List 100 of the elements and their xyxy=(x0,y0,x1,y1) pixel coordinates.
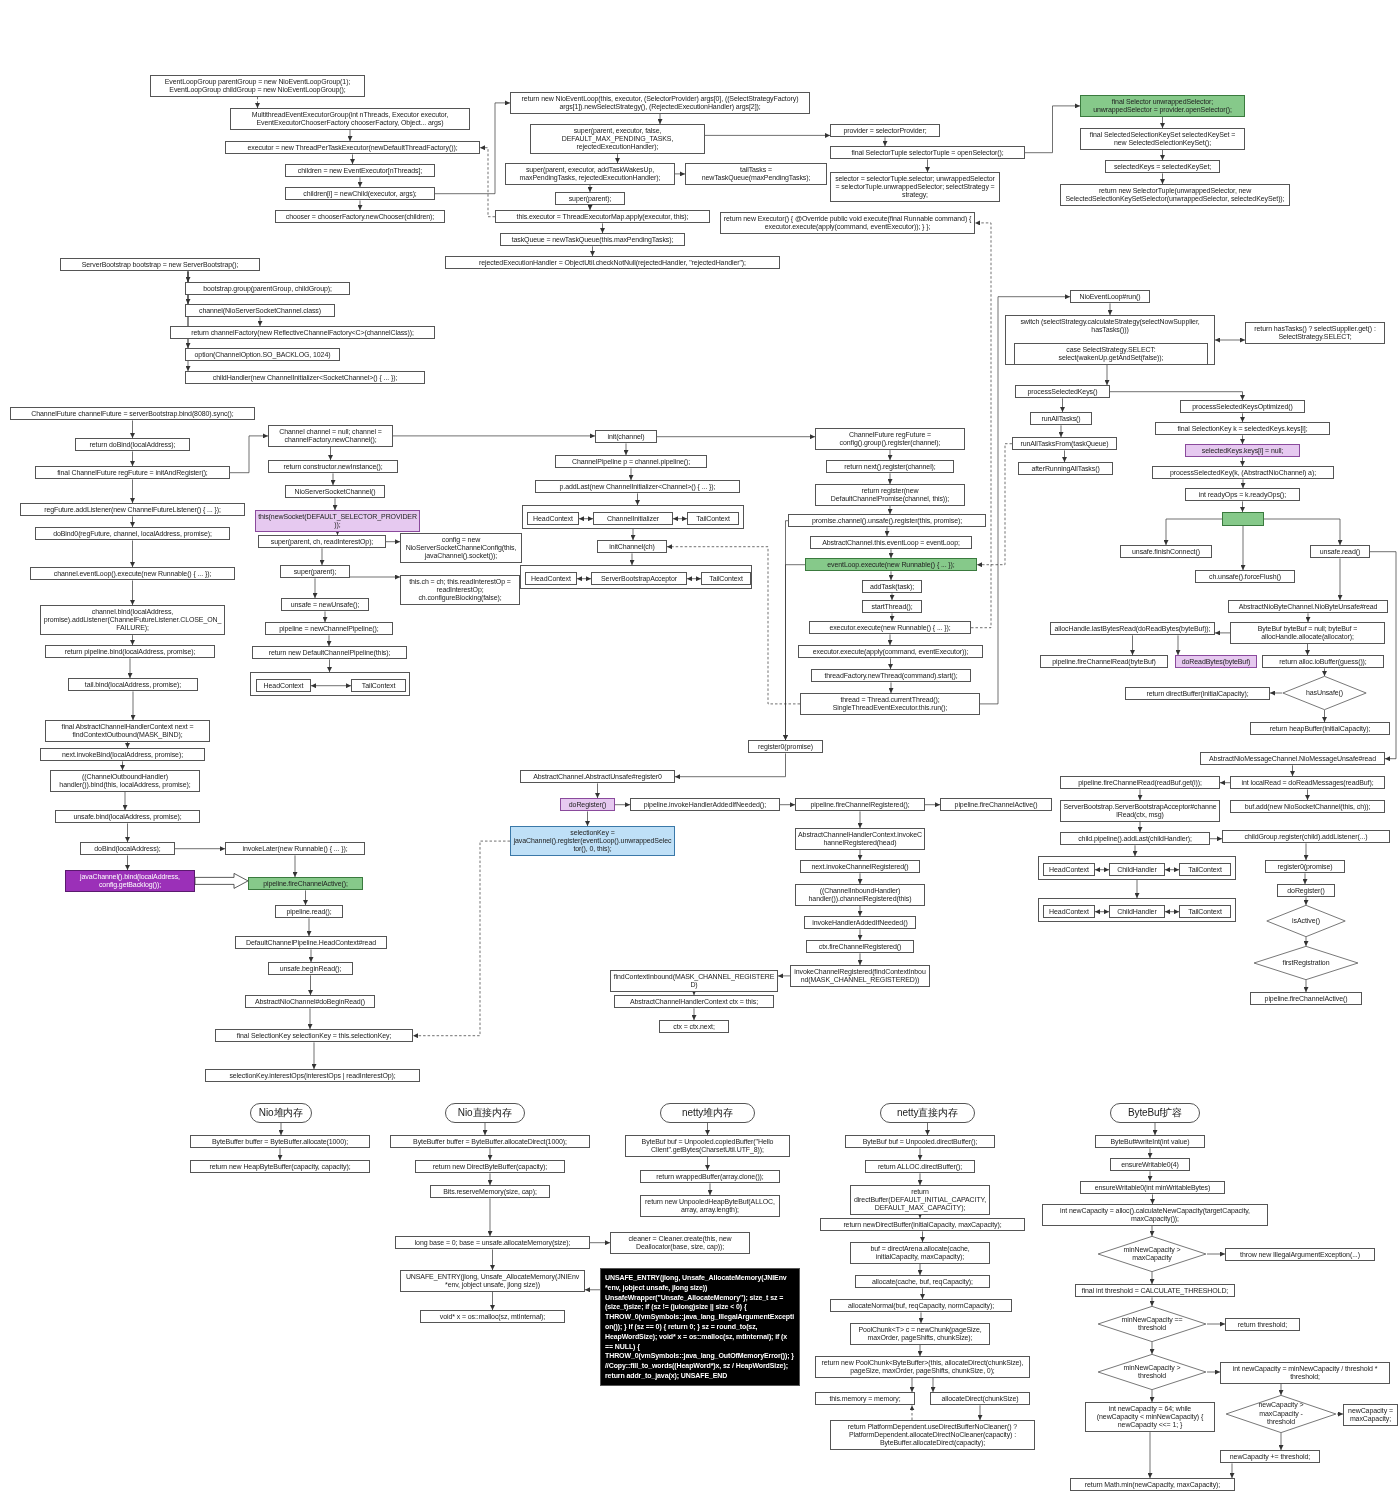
code-box xyxy=(10,407,255,421)
code-box xyxy=(795,884,925,906)
code-box xyxy=(1060,776,1220,790)
code-box xyxy=(205,1069,420,1083)
code-box xyxy=(1012,437,1117,451)
code-box xyxy=(30,567,235,581)
code-box xyxy=(830,124,940,138)
code-box xyxy=(500,233,685,247)
section-heading-pill xyxy=(1110,1103,1200,1123)
code-box xyxy=(230,108,470,130)
code-box xyxy=(800,693,980,715)
code-box xyxy=(285,485,385,499)
highlighted-code-box xyxy=(560,798,615,812)
code-box xyxy=(687,512,739,526)
code-box xyxy=(798,645,983,659)
arrow xyxy=(1164,909,1180,915)
code-box xyxy=(830,146,1025,160)
code-box xyxy=(1125,687,1270,701)
arrow xyxy=(310,683,352,689)
code-box xyxy=(35,527,230,541)
code-box xyxy=(75,438,190,452)
arrow xyxy=(587,205,593,211)
code-box xyxy=(190,1135,370,1149)
code-box xyxy=(1310,545,1370,559)
arrow xyxy=(917,1213,923,1219)
highlighted-code-box xyxy=(1222,512,1264,526)
code-box xyxy=(850,1242,990,1264)
code-box xyxy=(415,1160,565,1174)
arrow xyxy=(578,516,594,522)
code-box xyxy=(40,748,205,762)
code-box xyxy=(640,1170,780,1184)
code-box xyxy=(610,1232,750,1254)
code-box xyxy=(1040,655,1168,669)
code-box xyxy=(1085,1402,1215,1433)
code-box xyxy=(80,842,175,856)
code-box xyxy=(811,669,971,683)
code-box xyxy=(830,1420,1035,1451)
pipeline-group xyxy=(1038,856,1236,880)
code-box xyxy=(930,1392,1030,1406)
code-box xyxy=(150,75,365,97)
code-box xyxy=(351,679,406,693)
arrow xyxy=(1322,668,1327,677)
code-box xyxy=(395,1236,590,1250)
code-box xyxy=(830,1299,1012,1313)
code-box xyxy=(256,679,311,693)
highlighted-code-box xyxy=(805,558,977,572)
code-box xyxy=(865,1160,975,1174)
code-box xyxy=(1070,1478,1235,1492)
code-box xyxy=(268,425,393,447)
arrow xyxy=(1164,867,1180,873)
code-box xyxy=(275,210,445,224)
code-box xyxy=(185,348,340,362)
code-box xyxy=(68,678,198,692)
code-box xyxy=(530,124,705,155)
code-box xyxy=(445,256,780,270)
code-box xyxy=(862,580,922,594)
code-box xyxy=(815,1392,915,1406)
code-box xyxy=(685,163,827,185)
code-box xyxy=(815,1356,1030,1378)
code-box xyxy=(280,565,350,579)
code-box xyxy=(1018,462,1113,476)
code-box xyxy=(1262,655,1384,669)
code-box xyxy=(1250,992,1362,1006)
arrow xyxy=(691,990,697,996)
code-box xyxy=(748,740,823,754)
code-box xyxy=(268,460,398,474)
arrow xyxy=(889,593,895,601)
code-box xyxy=(1075,1284,1235,1298)
code-box xyxy=(520,770,675,784)
code-box xyxy=(1080,128,1245,150)
arrow xyxy=(686,576,702,582)
code-box xyxy=(285,164,435,178)
code-box xyxy=(281,598,369,612)
decision-diamond xyxy=(1253,946,1359,980)
code-box xyxy=(788,514,986,528)
code-box xyxy=(1110,1158,1190,1172)
code-box xyxy=(1225,1318,1300,1332)
code-box xyxy=(1095,1135,1205,1149)
code-box xyxy=(845,1135,995,1149)
arrow xyxy=(1214,337,1246,343)
code-box xyxy=(1105,160,1220,174)
code-box xyxy=(614,995,774,1009)
block-arrow xyxy=(194,873,249,889)
code-box xyxy=(252,646,407,660)
heading-text: netty堆内存 xyxy=(682,1107,733,1119)
highlighted-code-box xyxy=(1080,95,1245,117)
code-box xyxy=(505,163,675,185)
code-box xyxy=(795,798,925,812)
code-box xyxy=(1179,863,1231,877)
arrow xyxy=(1336,1411,1344,1417)
code-box xyxy=(265,622,393,636)
code-box xyxy=(420,1310,565,1324)
code-box xyxy=(60,258,260,272)
heading-text: Nio堆内存 xyxy=(258,1107,304,1119)
arrow xyxy=(576,576,592,582)
code-box xyxy=(170,326,435,340)
code-box xyxy=(430,1185,550,1199)
decision-diamond xyxy=(1266,905,1346,937)
pipeline-group xyxy=(522,505,744,529)
code-box xyxy=(659,1020,729,1034)
